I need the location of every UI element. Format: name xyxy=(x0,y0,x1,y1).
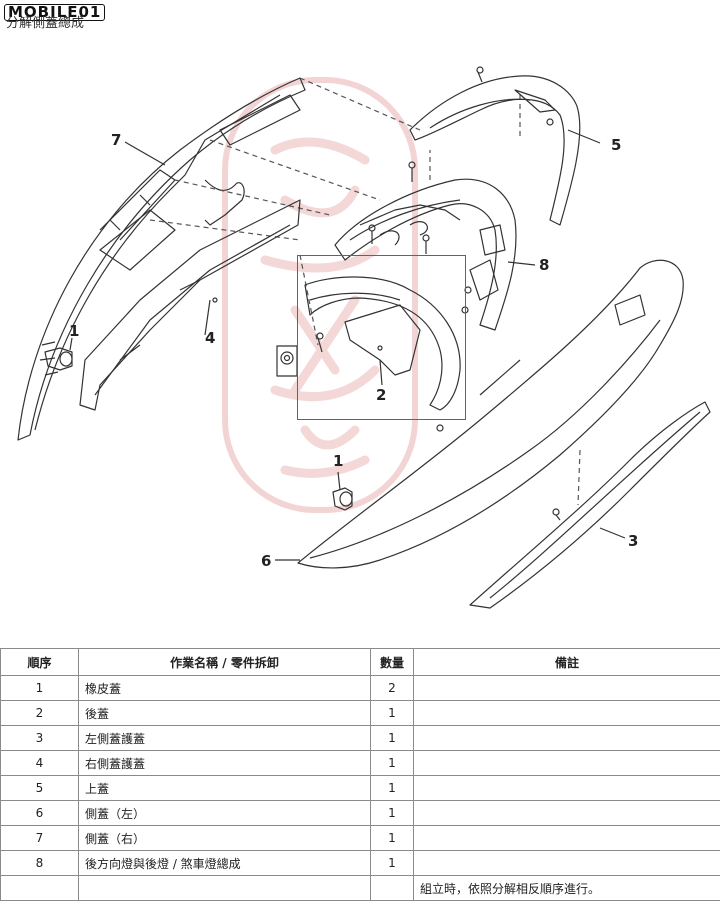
part-5-top-cover xyxy=(409,66,581,226)
table-row: 8 後方向燈與後燈 / 煞車燈總成 1 xyxy=(0,850,720,876)
part-7-side-cover-right xyxy=(17,77,306,441)
header-qty: 數量 xyxy=(370,648,414,676)
row-name xyxy=(78,875,371,901)
header-order: 順序 xyxy=(0,648,79,676)
mobile01-logo: MOBILE01 xyxy=(4,3,106,21)
table-row: 3 左側蓋護蓋 1 xyxy=(0,725,720,751)
row-order: 2 xyxy=(0,700,79,726)
row-remarks xyxy=(413,725,720,751)
row-qty: 1 xyxy=(370,750,414,776)
seal-watermark xyxy=(222,77,418,513)
table-row: 7 側蓋（右） 1 xyxy=(0,825,720,851)
header-remarks: 備註 xyxy=(413,648,720,676)
row-qty: 1 xyxy=(370,700,414,726)
fastener-detail-box xyxy=(276,345,298,377)
callout-7: 7 xyxy=(111,131,122,149)
row-qty: 1 xyxy=(370,800,414,826)
row-name: 橡皮蓋 xyxy=(78,675,371,701)
row-remarks xyxy=(413,675,720,701)
row-name: 左側蓋護蓋 xyxy=(78,725,371,751)
table-row: 6 側蓋（左） 1 xyxy=(0,800,720,826)
table-row: 4 右側蓋護蓋 1 xyxy=(0,750,720,776)
row-order: 1 xyxy=(0,675,79,701)
row-order: 6 xyxy=(0,800,79,826)
row-remarks xyxy=(413,700,720,726)
leader-lines xyxy=(149,77,581,506)
row-order: 8 xyxy=(0,850,79,876)
parts-table: 順序 作業名稱 / 零件拆卸 數量 備註 1 橡皮蓋 2 2 後蓋 1 3 左側… xyxy=(0,648,720,901)
assembly-note: 組立時，依照分解相反順序進行。 xyxy=(413,875,720,901)
logo-text: MOBILE01 xyxy=(4,3,106,21)
part-2-rear-cover xyxy=(304,276,461,411)
callout-1-upper: 1 xyxy=(69,322,80,340)
row-qty: 1 xyxy=(370,775,414,801)
row-qty: 1 xyxy=(370,825,414,851)
row-order: 4 xyxy=(0,750,79,776)
table-row: 5 上蓋 1 xyxy=(0,775,720,801)
callout-5: 5 xyxy=(611,136,622,154)
row-qty: 1 xyxy=(370,725,414,751)
callout-2: 2 xyxy=(376,386,387,404)
table-header-row: 順序 作業名稱 / 零件拆卸 數量 備註 xyxy=(0,648,720,676)
row-order xyxy=(0,875,79,901)
row-order: 7 xyxy=(0,825,79,851)
row-name: 後方向燈與後燈 / 煞車燈總成 xyxy=(78,850,371,876)
row-name: 側蓋（右） xyxy=(78,825,371,851)
callout-8: 8 xyxy=(539,256,550,274)
header-name: 作業名稱 / 零件拆卸 xyxy=(78,648,371,676)
row-qty: 1 xyxy=(370,850,414,876)
parts-drawing xyxy=(17,66,711,609)
table-row: 1 橡皮蓋 2 xyxy=(0,675,720,701)
row-name: 上蓋 xyxy=(78,775,371,801)
part-1-rubber-cap-left xyxy=(44,347,73,371)
row-qty: 2 xyxy=(370,675,414,701)
row-name: 後蓋 xyxy=(78,700,371,726)
row-order: 3 xyxy=(0,725,79,751)
row-name: 右側蓋護蓋 xyxy=(78,750,371,776)
part-6-side-cover-left xyxy=(297,259,684,569)
part-1-rubber-cap-right xyxy=(332,487,353,511)
page-title: 分解側蓋總成 xyxy=(6,16,85,31)
row-remarks xyxy=(413,750,720,776)
callout-leaders xyxy=(69,129,626,561)
row-remarks xyxy=(413,825,720,851)
callout-6: 6 xyxy=(261,552,272,570)
row-remarks xyxy=(413,850,720,876)
part-8-tail-light-assembly xyxy=(334,161,517,331)
table-row: 2 後蓋 1 xyxy=(0,700,720,726)
row-order: 5 xyxy=(0,775,79,801)
table-row: 組立時，依照分解相反順序進行。 xyxy=(0,875,720,901)
row-name: 側蓋（左） xyxy=(78,800,371,826)
part-4-right-side-protector xyxy=(79,199,301,411)
row-remarks xyxy=(413,775,720,801)
callout-3: 3 xyxy=(628,532,639,550)
part-3-left-side-protector xyxy=(469,401,711,609)
callout-1-lower: 1 xyxy=(333,452,344,470)
callout-4: 4 xyxy=(205,329,216,347)
row-qty xyxy=(370,875,414,901)
rear-cover-highlight-box xyxy=(297,255,466,420)
row-remarks xyxy=(413,800,720,826)
exploded-view-figure: 7 5 8 1 4 2 1 3 6 xyxy=(17,66,711,609)
